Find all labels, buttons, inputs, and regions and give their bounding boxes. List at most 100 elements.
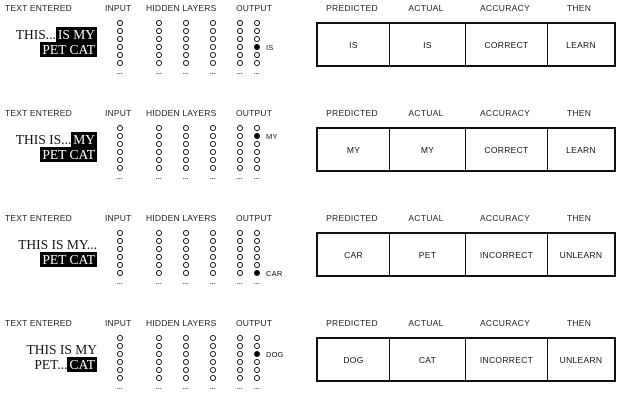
node [116,44,123,50]
node-active [253,270,260,276]
node [236,157,243,163]
node-active [253,44,260,50]
text-highlight-segment: MY [71,132,97,147]
node [209,141,216,147]
ellipsis-marker: ... [116,66,123,76]
node [155,28,162,34]
node [209,20,216,26]
node [155,133,162,139]
text-plain-segment: THIS IS MY [26,342,97,357]
hidden-layers-label: HIDDEN LAYERS [146,108,217,118]
node [236,44,243,50]
node [253,246,260,252]
node [116,343,123,349]
hidden-node-column-3: ... [208,125,217,181]
output-layer-label: OUTPUT [236,318,273,328]
node [209,125,216,131]
node [155,36,162,42]
node [116,165,123,171]
input-layer-label: INPUT [105,318,132,328]
node [155,254,162,260]
ellipsis-marker: ... [116,171,123,181]
node [236,246,243,252]
text-entered-line: THIS IS...MY [5,132,97,147]
ellipsis-marker: ... [182,276,189,286]
node [253,157,260,163]
hidden-node-column-1: ... [154,20,163,76]
text-entered-label: TEXT ENTERED [5,108,72,118]
ellipsis-marker: ... [116,276,123,286]
table-header-then: THEN [566,213,592,223]
node [182,335,189,341]
node [116,125,123,131]
ellipsis-marker: ... [182,66,189,76]
hidden-layers-label: HIDDEN LAYERS [146,318,217,328]
node [253,230,260,236]
node [236,60,243,66]
table-header-accuracy: ACCURACY [479,318,531,328]
text-highlight-segment: PET CAT [40,147,97,162]
node-active [253,351,260,357]
node [236,133,243,139]
hidden-node-column-2: ... [181,230,190,286]
node [209,52,216,58]
ellipsis-marker: ... [209,171,216,181]
node [182,343,189,349]
node [155,230,162,236]
hidden-node-column-2: ... [181,335,190,391]
node [209,44,216,50]
output-prediction-tag: CAR [266,269,283,278]
hidden-node-column-3: ... [208,20,217,76]
node [209,36,216,42]
ellipsis-marker: ... [155,381,162,391]
node [209,351,216,357]
ellipsis-marker: ... [253,276,260,286]
node [155,52,162,58]
text-entered-line: THIS IS MY... [5,237,97,252]
node [155,351,162,357]
input-layer-label: INPUT [105,108,132,118]
table-header-predicted: PREDICTED [326,318,378,328]
node [182,375,189,381]
node [182,238,189,244]
node [253,165,260,171]
ellipsis-marker: ... [155,171,162,181]
ellipsis-marker: ... [182,381,189,391]
node [155,270,162,276]
node [155,125,162,131]
text-highlight-segment: IS MY [55,27,97,42]
node [236,165,243,171]
table-cell-predicted: DOG [318,339,390,380]
output-layer-label: OUTPUT [236,213,273,223]
table-header-accuracy: ACCURACY [479,108,531,118]
text-entered-line: PET CAT [5,147,97,162]
text-highlight-segment: PET CAT [40,252,97,267]
node [209,335,216,341]
node [155,262,162,268]
table-cell-then: UNLEARN [548,234,614,275]
text-entered-line: THIS IS MY [5,342,97,357]
text-plain-segment: THIS... [15,27,56,42]
table-header-actual: ACTUAL [408,3,444,13]
table-cell-accuracy: INCORRECT [466,339,548,380]
node [236,36,243,42]
ellipsis-marker: ... [209,276,216,286]
node [209,28,216,34]
node [116,141,123,147]
hidden-node-column-4: ... [235,335,244,391]
node [182,246,189,252]
table-cell-then: LEARN [548,24,614,65]
node [116,246,123,252]
node [209,149,216,155]
node [182,270,189,276]
node [182,359,189,365]
input-layer-label: INPUT [105,213,132,223]
node [116,52,123,58]
node [209,343,216,349]
